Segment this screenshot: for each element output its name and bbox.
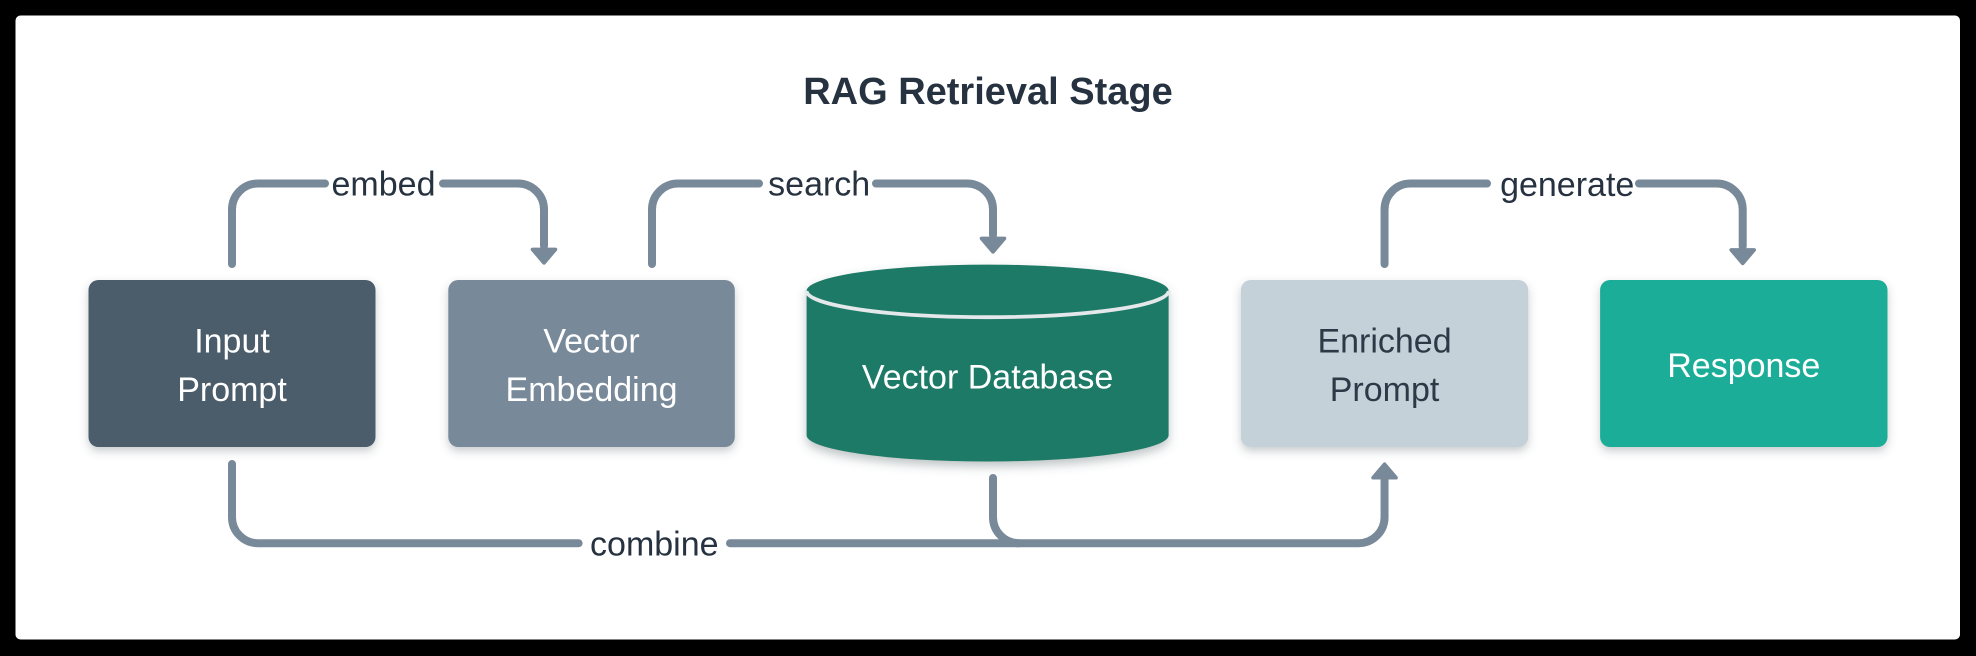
svg-text:Prompt: Prompt [1330,371,1440,409]
svg-text:generate: generate [1500,166,1634,204]
svg-text:Vector Database: Vector Database [862,358,1113,396]
svg-text:Vector: Vector [543,323,639,361]
svg-text:Response: Response [1667,347,1820,385]
svg-text:Prompt: Prompt [177,371,287,409]
svg-text:Enriched: Enriched [1317,323,1451,361]
svg-text:Input: Input [194,323,270,361]
svg-text:RAG Retrieval Stage: RAG Retrieval Stage [803,71,1173,113]
svg-text:combine: combine [590,525,719,563]
svg-text:Embedding: Embedding [506,371,678,409]
svg-text:embed: embed [332,166,436,204]
svg-text:search: search [768,166,870,204]
